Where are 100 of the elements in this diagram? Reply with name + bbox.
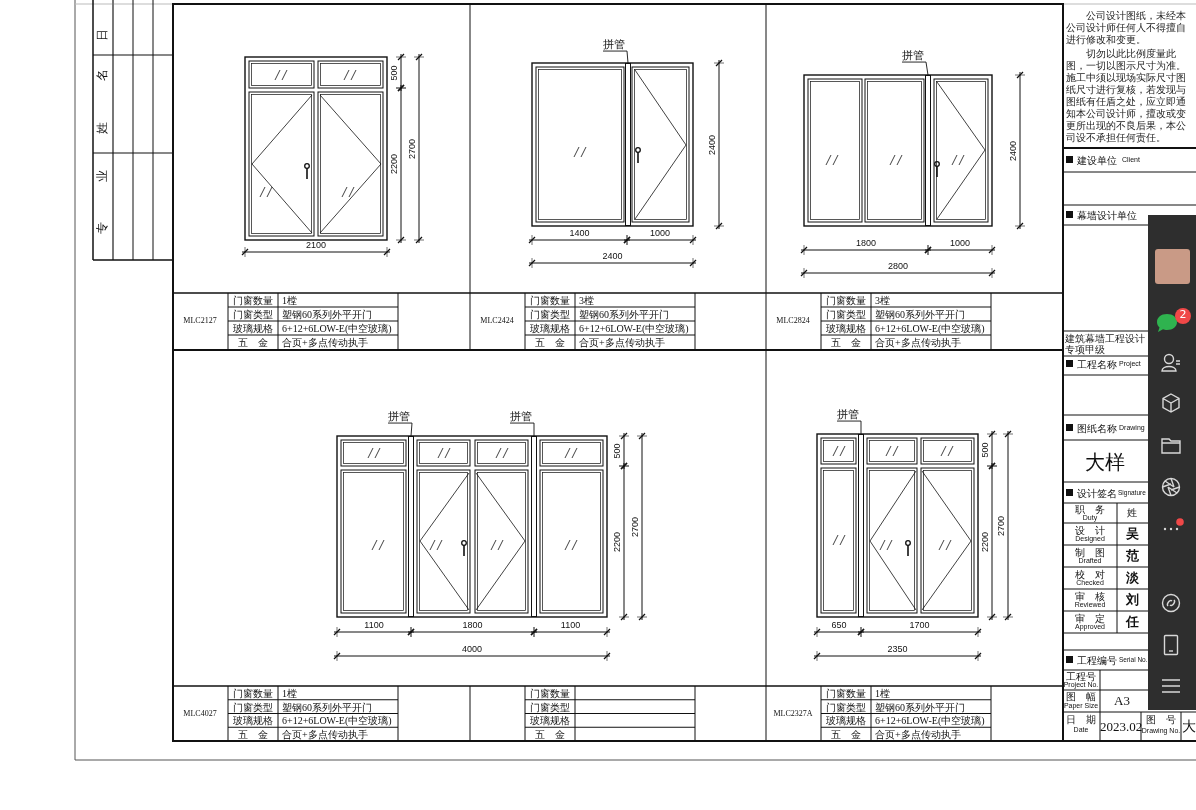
spec-value: 3樘: [875, 294, 890, 306]
spec-label: 玻璃规格: [826, 322, 866, 334]
spec-value: 合页+多点传动执手: [282, 336, 368, 348]
spec-label: 玻璃规格: [233, 322, 273, 334]
spec-value: 1樘: [875, 687, 890, 699]
window-code: MLC2327A: [773, 709, 813, 718]
spec-label: 门窗数量: [530, 687, 570, 699]
spec-label: 门窗类型: [826, 701, 866, 713]
section-heading: 图纸名称: [1077, 422, 1117, 434]
spec-label: 门窗类型: [530, 308, 570, 320]
dimension-text: 500: [613, 443, 623, 459]
field-label: 图 号: [1146, 713, 1176, 725]
mullion-joint-label: 拼管: [902, 48, 924, 62]
dimension-text: 2100: [306, 241, 326, 251]
field-label: 工程号: [1066, 670, 1096, 682]
spec-label: 门窗数量: [233, 294, 273, 306]
field-label: 图 幅: [1066, 690, 1096, 702]
spec-label: 五 金: [238, 336, 268, 348]
dimension-text: 2400: [1009, 140, 1019, 161]
role-label: 校 对: [1075, 568, 1105, 580]
role-label: 审 核: [1075, 590, 1105, 602]
stamp-label: 专: [96, 222, 110, 234]
role-label: 审 定: [1075, 612, 1105, 624]
section-heading: 工程名称: [1077, 358, 1117, 370]
section-heading: 设计签名: [1077, 487, 1117, 499]
spec-value: 塑钢60系列外平开门: [875, 308, 965, 320]
spec-value: 6+12+6LOW-E(中空玻璃): [875, 322, 985, 334]
spec-label: 玻璃规格: [530, 714, 570, 726]
section-heading: 工程编号: [1077, 654, 1117, 666]
stamp-label: 日: [96, 29, 110, 41]
spec-label: 门窗数量: [826, 294, 866, 306]
dimension-text: 1000: [650, 229, 670, 239]
certification-text: 建筑幕墙工程设计专项甲级: [1065, 333, 1146, 355]
spec-label: 门窗数量: [826, 687, 866, 699]
dimension-text: 1400: [569, 229, 590, 239]
role-label: 制 图: [1075, 546, 1105, 558]
leader-line: [387, 422, 413, 437]
dimension-text: 650: [831, 621, 847, 631]
spec-label: 玻璃规格: [233, 714, 273, 726]
mullion-joint-label: 拼管: [510, 409, 532, 423]
spec-value: 1樘: [282, 294, 297, 306]
spec-label: 玻璃规格: [530, 322, 570, 334]
window-code: MLC2424: [480, 316, 514, 326]
mullion-joint-label: 拼管: [388, 409, 410, 423]
mullion-joint-label: 拼管: [837, 407, 859, 421]
spec-label: 五 金: [831, 336, 861, 348]
dimension-text: 1100: [364, 621, 384, 631]
mullion-joint-label: 拼管: [603, 37, 625, 51]
spec-label: 五 金: [831, 728, 861, 740]
leader-line: [509, 422, 535, 437]
signature-name: 淡: [1125, 570, 1139, 586]
field-label: 日 期: [1066, 713, 1096, 725]
dimension-text: 1800: [856, 239, 876, 249]
spec-value: 塑钢60系列外平开门: [579, 308, 669, 320]
dimension-text: 1700: [909, 621, 930, 631]
role-label: 职 务: [1075, 503, 1105, 515]
dimension-text: 500: [981, 442, 991, 458]
mullion-bar: [858, 434, 864, 617]
spec-value: 合页+多点传动执手: [875, 336, 961, 348]
spec-value: 6+12+6LOW-E(中空玻璃): [579, 322, 689, 334]
spec-value: 塑钢60系列外平开门: [875, 701, 965, 713]
leader-line: [836, 420, 862, 435]
mullion-bar: [531, 436, 537, 617]
mullion-bar: [625, 63, 631, 226]
spec-value: 6+12+6LOW-E(中空玻璃): [282, 714, 392, 726]
dimension-text: 2200: [390, 154, 400, 174]
spec-label: 五 金: [535, 728, 565, 740]
spec-value: 6+12+6LOW-E(中空玻璃): [282, 322, 392, 334]
spec-value: 6+12+6LOW-E(中空玻璃): [875, 714, 985, 726]
spec-label: 五 金: [535, 336, 565, 348]
dimension-text: 1800: [462, 621, 483, 631]
signature-name: 吴: [1125, 526, 1139, 542]
disclaimer-text: 公司设计图纸，未经本公司设计师任何人不得擅自进行修改和变更。: [1066, 10, 1187, 46]
role-label: 设 计: [1075, 524, 1105, 536]
disclaimer-text: 切勿以此比例度量此图，一切以图示尺寸为准。施工中须以现场实际尺寸图纸尺寸进行复核，若发现与图纸有任盾之处，应立即通知本公司设计师，擅改或变更所出现的不良后果，本公司设不承担任何责任。: [1066, 48, 1187, 144]
dimension-text: 2400: [708, 134, 718, 155]
dimension-text: 1000: [950, 239, 970, 249]
leader-line: [602, 50, 629, 64]
signature-name: 任: [1125, 614, 1139, 630]
window-code: MLC4027: [183, 709, 217, 718]
leader-line: [901, 61, 929, 76]
dimension-text: 2200: [613, 531, 623, 552]
section-heading: 幕墙设计单位: [1077, 209, 1137, 221]
window-code: MLC2127: [183, 316, 217, 326]
spec-value: 合页+多点传动执手: [282, 728, 368, 740]
stamp-label: 姓: [96, 122, 110, 134]
dimension-text: 2700: [997, 515, 1007, 536]
drawing-title: 大样: [1085, 451, 1125, 473]
dimension-text: 2350: [887, 645, 908, 655]
dimension-text: 2700: [631, 516, 641, 537]
spec-label: 门窗数量: [233, 687, 273, 699]
section-heading: 建设单位: [1077, 154, 1117, 166]
spec-value: 3樘: [579, 294, 594, 306]
mullion-bar: [408, 436, 414, 617]
dimension-text: 1100: [560, 621, 581, 631]
dimension-text: 4000: [462, 645, 482, 655]
field-value: 大: [1182, 719, 1196, 735]
spec-value: 1樘: [282, 687, 297, 699]
mullion-bar: [925, 75, 931, 226]
dimension-text: 500: [390, 65, 400, 80]
